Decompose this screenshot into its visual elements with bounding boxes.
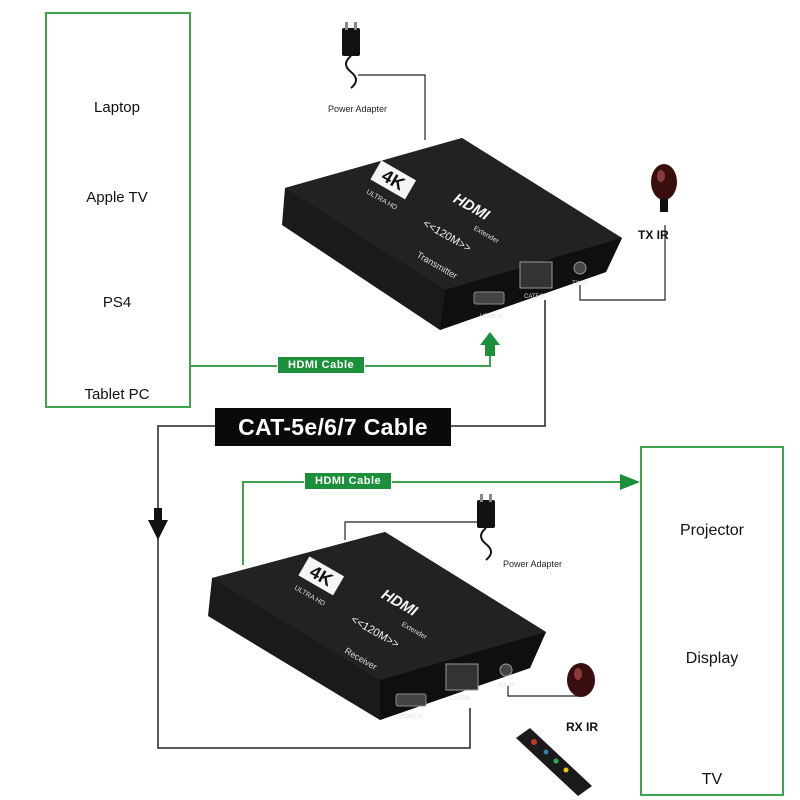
receiver-port-hdmi-label: HDMI IN bbox=[400, 714, 423, 720]
receiver-port-cat-label: CAT5/6 bbox=[450, 696, 471, 702]
transmitter-device: 4K HDMI ULTRA HD Extender <<120M>> Trans… bbox=[282, 138, 622, 330]
cat-cable-arrow-stem bbox=[154, 508, 162, 522]
hdmi-top-arrow-stem bbox=[485, 344, 495, 356]
receiver-cat-port bbox=[445, 663, 479, 691]
cat-cable-line bbox=[157, 300, 546, 749]
power-adapter-bottom-label: Power Adapter bbox=[503, 559, 563, 569]
tablet-pc-label: Tablet PC bbox=[84, 386, 150, 403]
power-lead-top bbox=[358, 74, 426, 140]
receiver-device: 4K HDMI ULTRA HD Extender <<120M>> Recei… bbox=[208, 532, 546, 720]
receiver-port-ir-label: RX IR bbox=[498, 683, 515, 689]
hdmi-cable-top-label: HDMI Cable bbox=[277, 356, 366, 374]
cat-cable-label: CAT-5e/6/7 Cable bbox=[215, 408, 451, 446]
rx-ir-lead bbox=[507, 686, 580, 697]
hdmi-bottom-arrowhead bbox=[620, 474, 640, 490]
display-devices-panel: Projector Display TV bbox=[640, 446, 784, 796]
tx-ir-probe-icon bbox=[651, 164, 677, 212]
transmitter-port-cat-label: CAT5/6 bbox=[524, 294, 545, 300]
rx-ir-probe-icon bbox=[567, 663, 595, 697]
hdmi-cable-bottom-label: HDMI Cable bbox=[304, 472, 393, 490]
power-lead-bottom bbox=[344, 521, 480, 540]
receiver-hdmi-port bbox=[395, 693, 427, 707]
hdmi-top-arrowhead bbox=[480, 332, 500, 345]
tx-ir-label: TX IR bbox=[638, 228, 669, 242]
power-adapter-top-label: Power Adapter bbox=[328, 104, 388, 114]
tv-label: TV bbox=[701, 771, 723, 788]
display-label: Display bbox=[685, 650, 739, 667]
laptop-label: Laptop bbox=[94, 99, 140, 116]
receiver-ir-port bbox=[499, 663, 513, 677]
ps4-label: PS4 bbox=[102, 294, 132, 311]
transmitter-cat-port bbox=[519, 261, 553, 289]
transmitter-port-hdmi-label: HDMI IN bbox=[480, 314, 503, 320]
projector-label: Projector bbox=[679, 522, 745, 539]
apple-tv-label: Apple TV bbox=[86, 189, 148, 206]
cat-cable-down-arrow bbox=[148, 520, 168, 540]
rx-ir-label: RX IR bbox=[566, 720, 599, 734]
transmitter-port-ir-label: TX IR bbox=[572, 281, 588, 287]
tx-ir-lead bbox=[579, 225, 666, 301]
source-devices-panel: Laptop Apple TV PS4 Tablet PC bbox=[45, 12, 191, 408]
power-adapter-top-icon bbox=[342, 22, 360, 89]
power-adapter-bottom-icon bbox=[477, 494, 495, 561]
remote-control-icon bbox=[516, 728, 592, 796]
transmitter-ir-port bbox=[573, 261, 587, 275]
transmitter-hdmi-port bbox=[473, 291, 505, 305]
hdmi-cable-bottom-line bbox=[242, 481, 625, 565]
